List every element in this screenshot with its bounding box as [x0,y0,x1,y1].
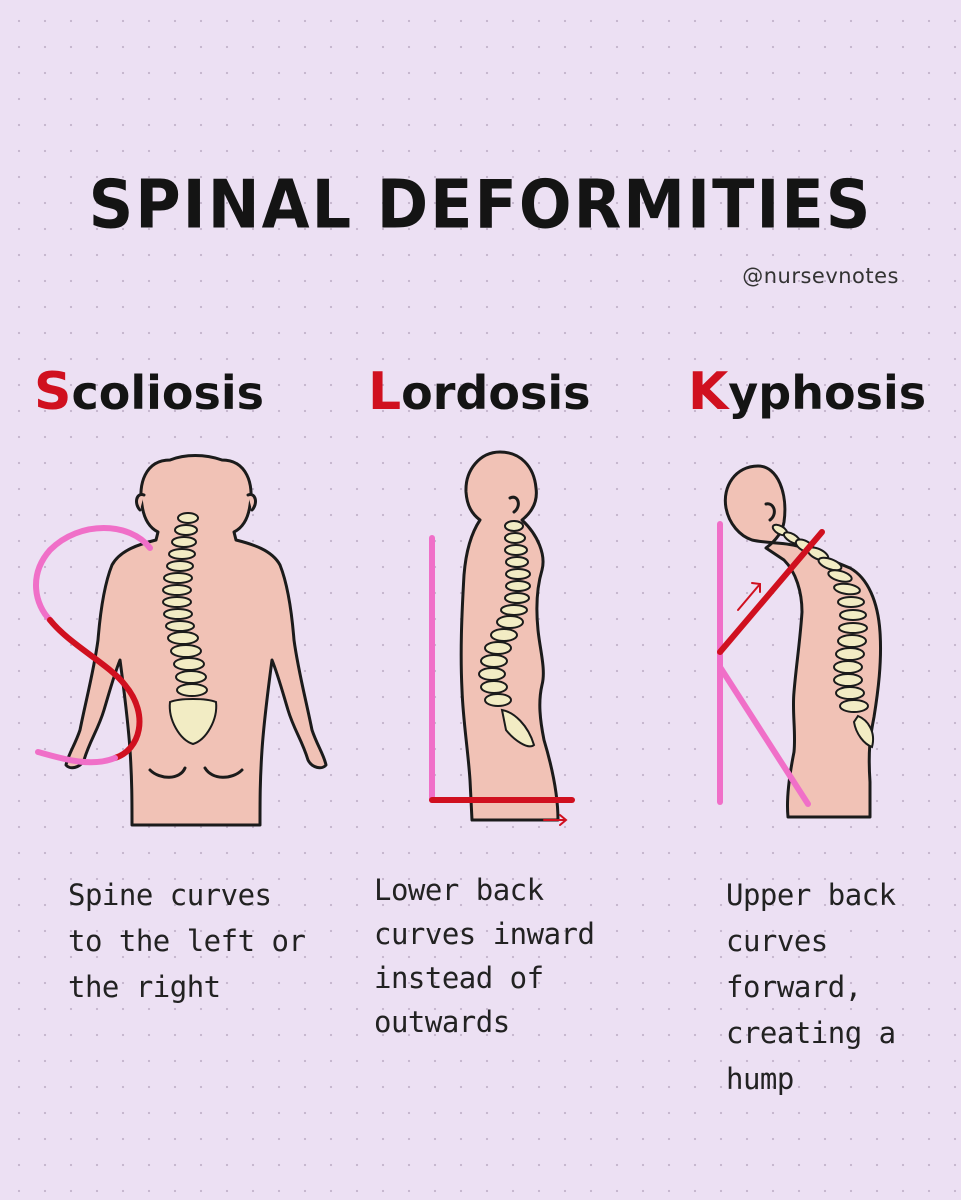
lordosis-description-line: curves inward [374,917,595,951]
page-title: SPINAL DEFORMITIES [88,165,873,244]
scoliosis-description-line: to the left or [68,924,306,958]
scoliosis-description-line: Spine curves [68,878,272,912]
kyphosis-description-line: Upper back [726,878,896,912]
heading-lordosis-rest: ordosis [401,366,591,420]
heading-kyphosis-rest: yphosis [728,366,927,420]
scoliosis-s-curve-lower [35,749,118,766]
lordosis-description-line: instead of [374,961,544,995]
kyphosis-description-line: forward, [726,970,862,1004]
kyphosis-illustration [717,464,883,819]
scoliosis-ear-right [246,493,257,512]
heading-kyphosis-initial: K [688,362,729,422]
kyphosis-description-line: creating a [726,1016,896,1050]
lordosis-arrow-icon [543,814,568,826]
scoliosis-illustration [33,454,328,827]
kyphosis-body [723,464,883,819]
scoliosis-s-curve-upper [33,525,153,623]
kyphosis-spine [771,523,874,749]
kyphosis-arrow-icon [737,582,761,611]
scoliosis-s-curve-middle [47,617,143,761]
heading-lordosis-initial: L [368,362,402,422]
heading-scoliosis-rest: coliosis [71,366,264,420]
scoliosis-description-line: the right [68,970,221,1004]
kyphosis-k-lower-diagonal [717,664,811,807]
scoliosis-spine [162,512,218,746]
heading-scoliosis: Scoliosis [34,362,264,422]
heading-scoliosis-initial: S [34,362,72,422]
heading-lordosis: Lordosis [368,362,591,422]
author-handle: @nursevnotes [742,264,899,288]
scoliosis-description: Spine curves to the left or the right [68,872,348,1010]
heading-kyphosis: Kyphosis [688,362,926,422]
scoliosis-buttocks-line [148,766,244,779]
lordosis-description-line: outwards [374,1005,510,1039]
kyphosis-description-line: curves [726,924,828,958]
kyphosis-description-line: hump [726,1062,794,1096]
kyphosis-k-upper-diagonal [717,529,825,655]
kyphosis-ear [764,502,776,522]
lordosis-ear [508,495,520,514]
lordosis-illustration [429,450,575,826]
lordosis-description-line: Lower back [374,873,544,907]
lordosis-description: Lower back curves inward instead of outw… [374,868,664,1044]
lordosis-spine [478,520,536,748]
kyphosis-description: Upper back curves forward, creating a hu… [726,872,941,1102]
scoliosis-ear-left [135,493,146,512]
